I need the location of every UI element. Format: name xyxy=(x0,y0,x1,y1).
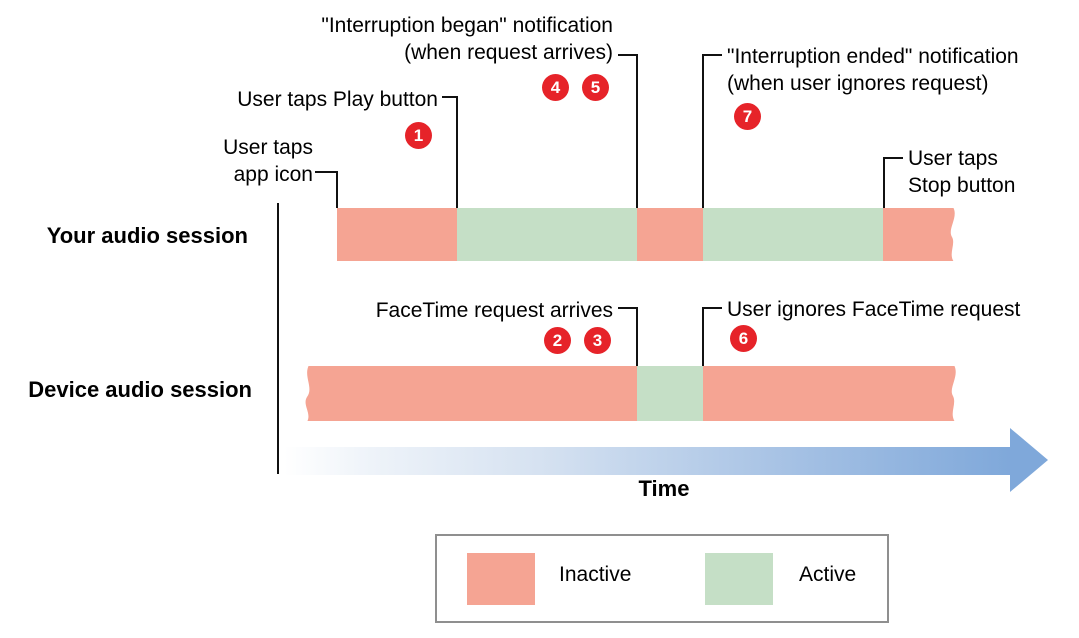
callout-line-ended-horizontal xyxy=(702,54,722,56)
step-marker-2: 2 xyxy=(544,327,571,354)
annotation-interruption-ended: "Interruption ended" notification (when … xyxy=(727,43,1019,97)
bar-segment-inactive xyxy=(636,208,703,261)
annotation-interruption-ended-line2: (when user ignores request) xyxy=(727,72,989,95)
step-marker-1-number: 1 xyxy=(413,125,424,145)
step-marker-5: 5 xyxy=(582,74,609,101)
annotation-app-icon-line1: User taps xyxy=(223,136,313,159)
annotation-facetime-arrives: FaceTime request arrives xyxy=(376,297,613,324)
callout-line-facetime-horizontal xyxy=(618,307,638,309)
step-marker-7-number: 7 xyxy=(742,106,753,126)
bar-segment-inactive xyxy=(300,366,638,421)
annotation-facetime-ignored-text: User ignores FaceTime request xyxy=(727,298,1021,321)
time-axis-label: Time xyxy=(638,476,690,501)
step-marker-6: 6 xyxy=(730,325,757,352)
row-label-device-audio-session: Device audio session xyxy=(28,377,252,402)
step-marker-4: 4 xyxy=(542,74,569,101)
legend-swatch-active xyxy=(705,553,773,605)
bar-segment-active xyxy=(456,208,637,261)
annotation-interruption-began-line1: "Interruption began" notification xyxy=(321,14,613,37)
step-marker-5-number: 5 xyxy=(590,77,601,97)
annotation-stop-button-line2: Stop button xyxy=(908,174,1016,197)
step-marker-4-number: 4 xyxy=(550,77,561,97)
legend-swatch-inactive xyxy=(467,553,535,605)
callout-line-play-vertical xyxy=(456,96,458,208)
callout-line-began-horizontal xyxy=(618,54,638,56)
callout-line-stop-vertical xyxy=(883,157,885,208)
row-label-your-audio-session: Your audio session xyxy=(46,223,248,248)
annotation-play-button: User taps Play button xyxy=(237,86,438,113)
time-arrow-head-icon xyxy=(1010,428,1048,492)
step-marker-3: 3 xyxy=(584,327,611,354)
annotation-facetime-ignored: User ignores FaceTime request xyxy=(727,296,1020,323)
annotation-interruption-began-line2: (when request arrives) xyxy=(404,41,613,64)
callout-line-ended-vertical xyxy=(702,54,704,208)
legend: Inactive Active xyxy=(435,534,889,623)
callout-line-appicon-horizontal xyxy=(315,171,338,173)
step-marker-6-number: 6 xyxy=(738,328,749,348)
time-arrow-body xyxy=(284,447,1012,475)
legend-label-inactive: Inactive xyxy=(559,563,632,586)
axis-baseline xyxy=(277,203,279,474)
bar-segment-active xyxy=(637,366,704,421)
bar-segment-inactive xyxy=(337,208,457,261)
timeline-bar-device-audio-session xyxy=(300,366,962,421)
step-marker-3-number: 3 xyxy=(592,330,603,350)
step-marker-1: 1 xyxy=(405,122,432,149)
annotation-stop-button-line1: User taps xyxy=(908,147,998,170)
annotation-stop-button: User taps Stop button xyxy=(908,145,1015,199)
callout-line-play-horizontal xyxy=(442,96,458,98)
legend-label-active: Active xyxy=(799,563,857,586)
bar-segment-active xyxy=(703,208,883,261)
annotation-facetime-arrives-text: FaceTime request arrives xyxy=(375,299,613,322)
callout-line-ignores-horizontal xyxy=(702,307,722,309)
callout-line-ignores-vertical xyxy=(702,307,704,366)
step-marker-2-number: 2 xyxy=(552,330,563,350)
annotation-app-icon-line2: app icon xyxy=(233,163,313,186)
callout-line-appicon-vertical xyxy=(336,171,338,208)
annotation-app-icon: User taps app icon xyxy=(223,134,313,188)
callout-line-stop-horizontal xyxy=(883,157,903,159)
callout-line-facetime-vertical xyxy=(636,307,638,366)
bar-segment-inactive xyxy=(703,366,962,421)
bar-segment-inactive xyxy=(883,208,961,261)
annotation-interruption-ended-line1: "Interruption ended" notification xyxy=(727,45,1019,68)
callout-line-began-vertical xyxy=(636,54,638,208)
annotation-interruption-began: "Interruption began" notification (when … xyxy=(321,12,613,66)
annotation-play-button-text: User taps Play button xyxy=(237,88,438,111)
step-marker-7: 7 xyxy=(734,103,761,130)
timeline-bar-your-audio-session xyxy=(337,208,961,261)
